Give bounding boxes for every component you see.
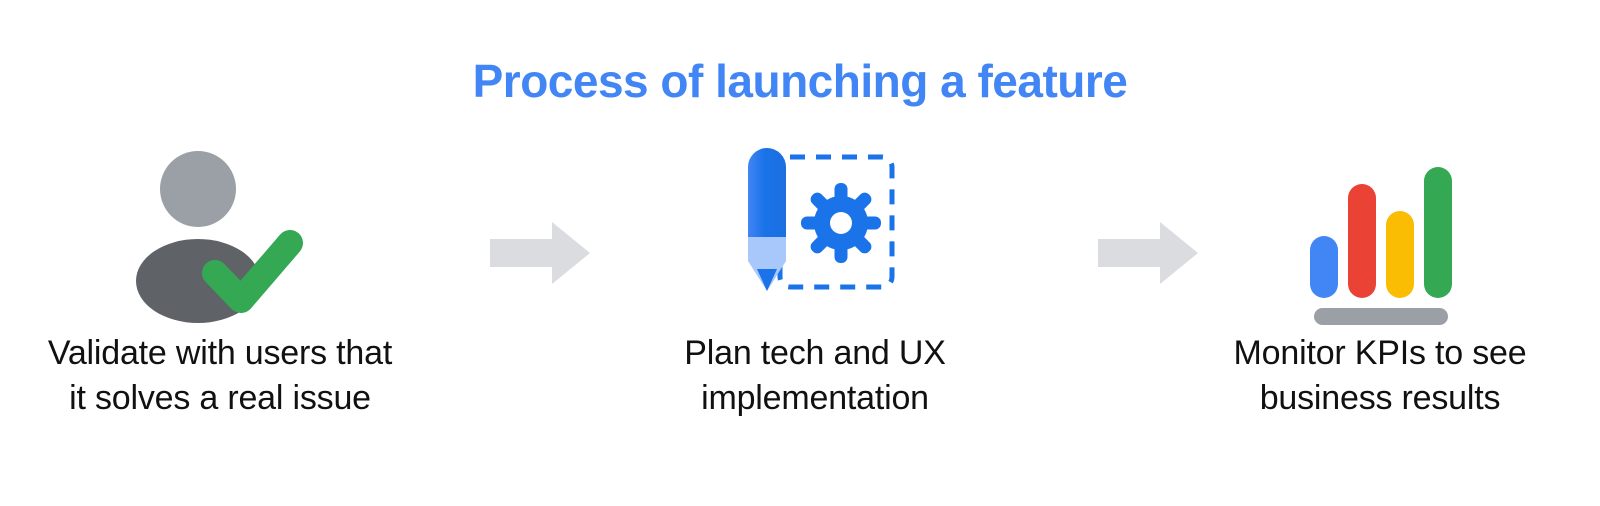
step-icon-container — [600, 140, 1030, 325]
gear-icon — [801, 183, 881, 263]
caption-line-2: business results — [1259, 378, 1501, 417]
step-icon-container — [1165, 140, 1595, 325]
caption-line-1: Plan tech and UX — [684, 334, 946, 372]
caption-line-1: Validate with users that — [47, 334, 393, 372]
user-check-icon — [120, 143, 320, 323]
step-caption-validate: Validate with users that it solves a rea… — [5, 331, 435, 421]
step-icon-container — [5, 140, 435, 325]
bar-chart-icon — [1300, 153, 1460, 325]
process-step-plan: Plan tech and UX implementation — [600, 140, 1030, 460]
process-steps-row: Validate with users that it solves a rea… — [0, 140, 1600, 460]
step-caption-plan: Plan tech and UX implementation — [600, 331, 1030, 421]
chart-bar-3 — [1386, 210, 1414, 298]
chart-baseline — [1314, 307, 1448, 325]
step-caption-monitor: Monitor KPIs to see business results — [1165, 331, 1595, 421]
arrow-right-icon-2 — [1098, 222, 1198, 284]
caption-line-2: implementation — [701, 378, 929, 417]
caption-line-2: it solves a real issue — [69, 378, 371, 417]
pen-gear-dashed-icon — [730, 145, 900, 320]
chart-bar-1 — [1310, 235, 1338, 298]
chart-bar-4 — [1424, 166, 1452, 298]
chart-bar-2 — [1348, 183, 1376, 298]
arrow-right-icon-1 — [490, 222, 590, 284]
caption-line-1: Monitor KPIs to see — [1233, 334, 1527, 372]
process-step-validate: Validate with users that it solves a rea… — [5, 140, 435, 460]
page-title: Process of launching a feature — [472, 55, 1128, 107]
process-step-monitor: Monitor KPIs to see business results — [1165, 140, 1595, 460]
